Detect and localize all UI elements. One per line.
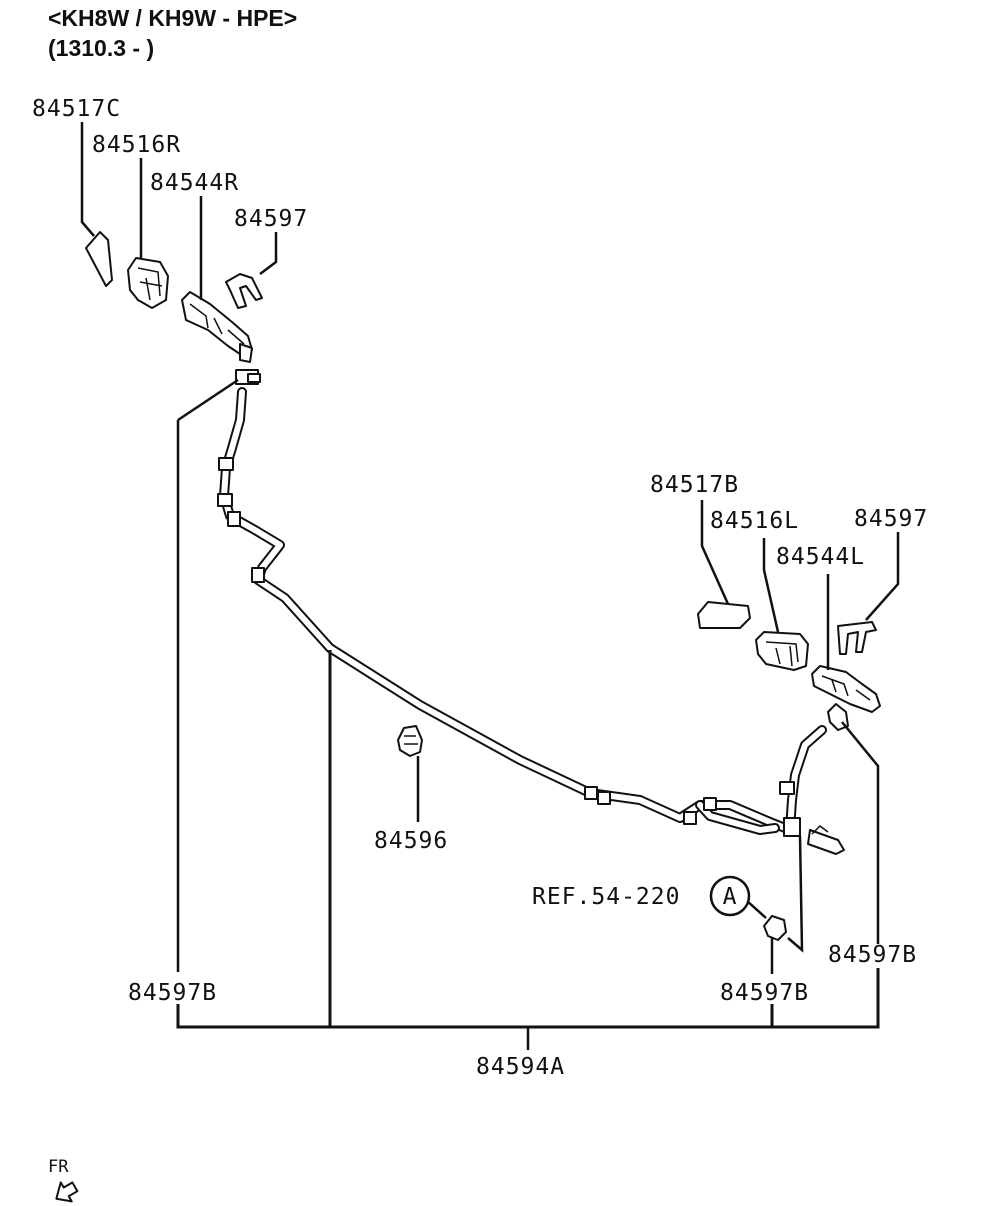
actuator-outlet xyxy=(239,343,253,363)
washer-hose xyxy=(217,369,845,855)
label-84544l: 84544L xyxy=(776,544,865,570)
ref-circle xyxy=(709,875,751,917)
hose-end-fitting xyxy=(807,829,845,855)
label-84597b-right: 84597B xyxy=(828,942,917,968)
hose-joint xyxy=(251,567,265,583)
hose-joint xyxy=(683,811,697,825)
date-range-header: (1310.3 - ) xyxy=(48,35,154,61)
model-code-header: <KH8W / KH9W - HPE> xyxy=(48,5,297,31)
cap-84517b xyxy=(697,601,751,629)
label-84544r: 84544R xyxy=(150,170,239,196)
clip-84597-left xyxy=(837,621,877,655)
assembly-bracket xyxy=(176,650,880,1050)
label-84516r: 84516R xyxy=(92,132,181,158)
label-84516l: 84516L xyxy=(710,508,799,534)
leader-lines xyxy=(80,122,900,974)
hose-joint xyxy=(227,511,241,527)
label-84597b-left: 84597B xyxy=(128,980,217,1006)
hose-connector-tab xyxy=(247,373,261,383)
hose-joint xyxy=(584,786,598,800)
hose-joint xyxy=(217,493,233,507)
hose-joint xyxy=(597,791,611,805)
hose-joint xyxy=(779,781,795,795)
label-84597-left: 84597 xyxy=(854,506,928,532)
label-84517c: 84517C xyxy=(32,96,121,122)
label-84597-right: 84597 xyxy=(234,206,308,232)
hose-clip-84596 xyxy=(397,725,423,757)
direction-label: FR xyxy=(48,1157,69,1177)
label-84517b: 84517B xyxy=(650,472,739,498)
right-headlamp-washer-parts xyxy=(85,231,263,363)
hose-joint xyxy=(218,457,234,471)
label-ref: REF.54-220 xyxy=(532,884,680,910)
nozzle-84516l xyxy=(755,631,809,671)
cap-84517c xyxy=(85,231,113,287)
hose-joint xyxy=(783,817,801,837)
left-headlamp-washer-parts xyxy=(697,601,881,731)
label-84594a: 84594A xyxy=(476,1054,565,1080)
clip-84597b-center xyxy=(763,915,787,941)
label-84596: 84596 xyxy=(374,828,448,854)
clip-84597-right xyxy=(225,273,263,309)
ref-circle-letter: A xyxy=(723,884,738,910)
hose-joint xyxy=(703,797,717,811)
label-84597b-center: 84597B xyxy=(720,980,809,1006)
front-arrow-icon xyxy=(55,1181,79,1203)
